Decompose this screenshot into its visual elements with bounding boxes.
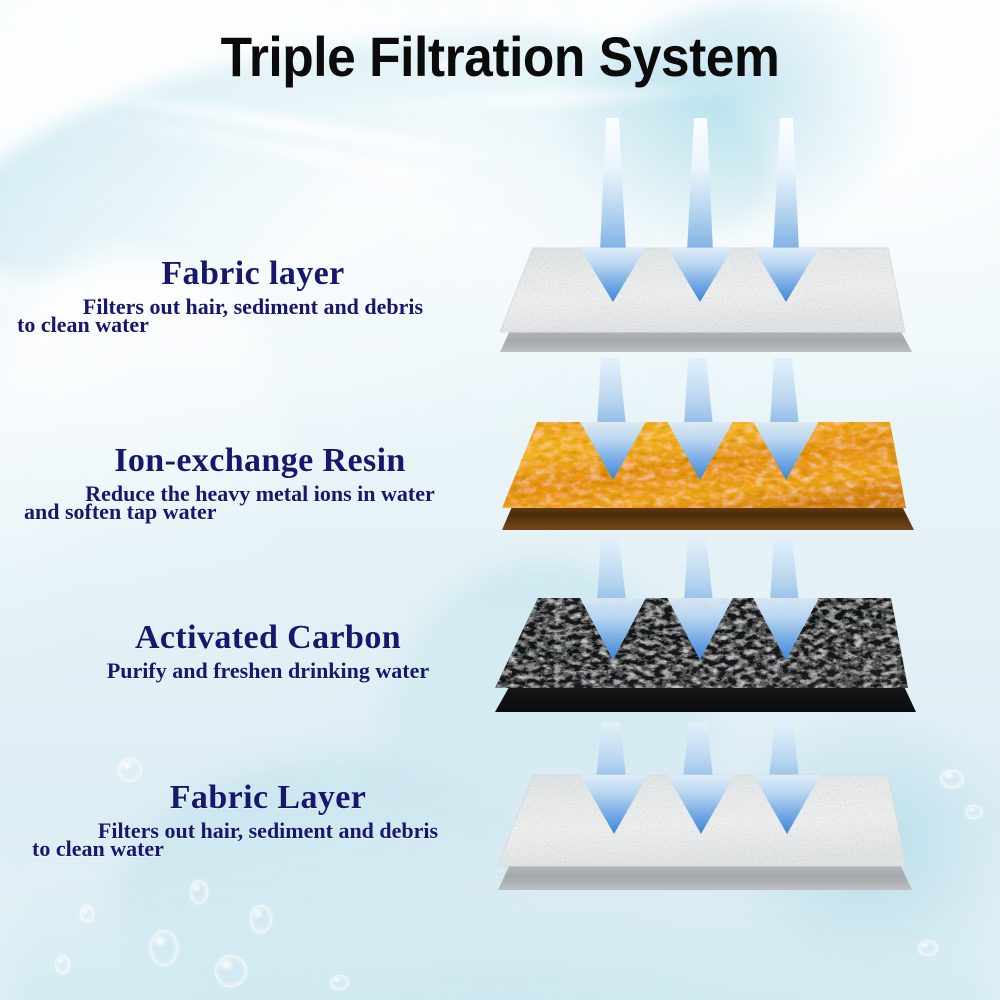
layer-description: Reduce the heavy metal ions in water and… [10,480,510,525]
layer-description: Purify and freshen drinking water [18,657,518,683]
layer-description: Filters out hair, sediment and debris to… [3,293,503,338]
layer-heading: Activated Carbon [134,619,402,656]
layer-heading: Fabric Layer [169,779,367,816]
layer-slab-fabric-bottom [497,774,912,890]
layer-description-line-1: Filters out hair, sediment and debris [97,817,439,843]
layer-text-activated-carbon: Activated Carbon Purify and freshen drin… [18,620,518,682]
layer-slab-ion-exchange-resin [502,422,914,530]
layer-text-fabric-top: Fabric layer Filters out hair, sediment … [3,256,503,337]
layer-description-line-2: to clean water [32,836,164,862]
layer-description-line-1: Filters out hair, sediment and debris [82,293,424,319]
layer-description: Filters out hair, sediment and debris to… [18,817,518,862]
layer-description-line-1: Reduce the heavy metal ions in water [85,480,435,506]
page-title: Triple Filtration System [220,25,780,88]
layer-slab-fabric-top [499,247,912,352]
layer-description-line-1: Purify and freshen drinking water [106,657,430,683]
layer-text-fabric-bottom: Fabric Layer Filters out hair, sediment … [18,780,518,861]
layer-description-line-2: to clean water [17,312,149,338]
layer-heading: Fabric layer [161,255,345,292]
layer-text-ion-exchange-resin: Ion-exchange Resin Reduce the heavy meta… [10,443,510,524]
layer-description-line-2: and soften tap water [24,499,217,525]
layer-heading: Ion-exchange Resin [114,442,406,479]
layer-slab-activated-carbon [495,598,916,712]
